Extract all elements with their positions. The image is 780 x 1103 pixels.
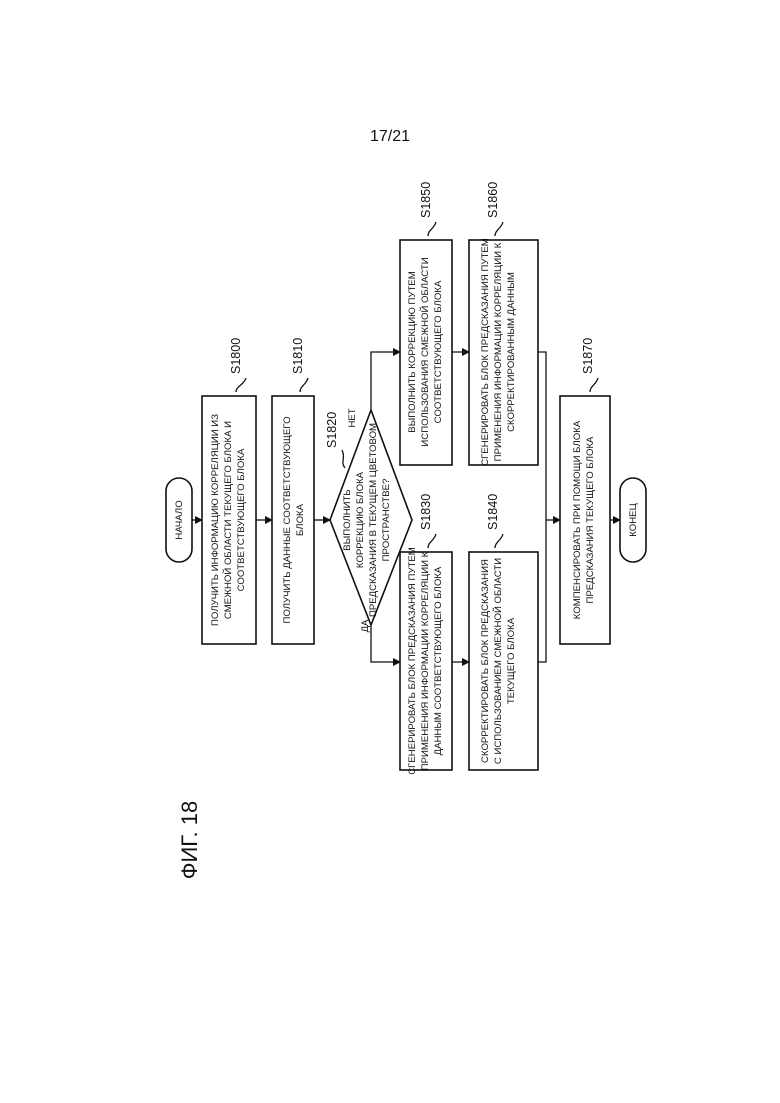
s1820-line-4: ПРОСТРАНСТВЕ? xyxy=(381,479,392,562)
s1860-line-1: СГЕНЕРИРОВАТЬ БЛОК ПРЕДСКАЗАНИЯ ПУТЕМ xyxy=(480,238,491,466)
yes-branch-line xyxy=(371,625,400,662)
s1810-id: S1810 xyxy=(291,338,305,374)
s1800-leader xyxy=(236,378,246,392)
end-label: КОНЕЦ xyxy=(628,503,639,536)
s1800-line-3: СООТВЕТСТВУЮЩЕГО БЛОКА xyxy=(236,448,247,591)
decision-s1820: ВЫПОЛНИТЬ КОРРЕКЦИЮ БЛОКА ПРЕДСКАЗАНИЯ В… xyxy=(325,408,412,632)
s1800-line-2: СМЕЖНОЙ ОБЛАСТИ ТЕКУЩЕГО БЛОКА И xyxy=(222,421,234,619)
s1840-line-3: ТЕКУЩЕГО БЛОКА xyxy=(506,617,517,704)
s1850-id: S1850 xyxy=(419,182,433,218)
step-s1870: КОМПЕНСИРОВАТЬ ПРИ ПОМОЩИ БЛОКА ПРЕДСКАЗ… xyxy=(560,338,610,644)
s1830-line-1: СГЕНЕРИРОВАТЬ БЛОК ПРЕДСКАЗАНИЯ ПУТЕМ xyxy=(407,547,418,775)
s1860-id: S1860 xyxy=(486,182,500,218)
step-s1840: СКОРРЕКТИРОВАТЬ БЛОК ПРЕДСКАЗАНИЯ С ИСПО… xyxy=(469,494,538,770)
s1850-leader xyxy=(428,222,436,236)
s1820-leader xyxy=(342,450,345,468)
s1830-line-2: ПРИМЕНЕНИЯ ИНФОРМАЦИИ КОРРЕЛЯЦИИ К xyxy=(420,551,431,770)
s1820-line-1: ВЫПОЛНИТЬ xyxy=(342,489,353,550)
end-node: КОНЕЦ xyxy=(620,478,646,562)
s1840-id: S1840 xyxy=(486,494,500,530)
s1830-line-3: ДАННЫМ СООТВЕТСТВУЮЩЕГО БЛОКА xyxy=(433,566,444,755)
s1840-leader xyxy=(495,534,503,548)
s1870-line-2: ПРЕДСКАЗАНИЯ ТЕКУЩЕГО БЛОКА xyxy=(585,436,596,603)
s1820-id: S1820 xyxy=(325,412,339,448)
s1840-line-2: С ИСПОЛЬЗОВАНИЕМ СМЕЖНОЙ ОБЛАСТИ xyxy=(492,558,504,764)
s1830-leader xyxy=(428,534,436,548)
s1810-line-1: ПОЛУЧИТЬ ДАННЫЕ СООТВЕТСТВУЮЩЕГО xyxy=(282,416,293,623)
s1800-line-1: ПОЛУЧИТЬ ИНФОРМАЦИЮ КОРРЕЛЯЦИИ ИЗ xyxy=(210,414,221,626)
no-label: НЕТ xyxy=(347,408,358,427)
s1870-leader xyxy=(590,378,598,392)
s1810-line-2: БЛОКА xyxy=(295,503,306,536)
no-branch-line xyxy=(371,352,400,410)
step-s1830: СГЕНЕРИРОВАТЬ БЛОК ПРЕДСКАЗАНИЯ ПУТЕМ ПР… xyxy=(400,494,452,775)
step-s1860: СГЕНЕРИРОВАТЬ БЛОК ПРЕДСКАЗАНИЯ ПУТЕМ ПР… xyxy=(469,182,538,466)
step-s1850: ВЫПОЛНИТЬ КОРРЕКЦИЮ ПУТЕМ ИСПОЛЬЗОВАНИЯ … xyxy=(400,182,452,465)
s1860-line-3: СКОРРЕКТИРОВАННЫМ ДАННЫМ xyxy=(506,272,517,432)
s1820-line-2: КОРРЕКЦИЮ БЛОКА xyxy=(355,471,366,568)
merge-line-s1840 xyxy=(538,520,546,662)
s1820-line-3: ПРЕДСКАЗАНИЯ В ТЕКУЩЕМ ЦВЕТОВОМ xyxy=(368,423,379,617)
step-s1810: ПОЛУЧИТЬ ДАННЫЕ СООТВЕТСТВУЮЩЕГО БЛОКА S… xyxy=(272,338,314,644)
s1850-line-2: ИСПОЛЬЗОВАНИЯ СМЕЖНОЙ ОБЛАСТИ xyxy=(419,257,431,446)
s1830-id: S1830 xyxy=(419,494,433,530)
step-s1800: ПОЛУЧИТЬ ИНФОРМАЦИЮ КОРРЕЛЯЦИИ ИЗ СМЕЖНО… xyxy=(202,338,256,644)
s1860-line-2: ПРИМЕНЕНИЯ ИНФОРМАЦИИ КОРРЕЛЯЦИИ К xyxy=(493,242,504,461)
s1810-leader xyxy=(300,378,308,392)
merge-line-s1860 xyxy=(538,352,546,520)
s1870-line-1: КОМПЕНСИРОВАТЬ ПРИ ПОМОЩИ БЛОКА xyxy=(572,420,583,619)
start-label: НАЧАЛО xyxy=(174,500,185,539)
s1860-leader xyxy=(495,222,503,236)
s1800-id: S1800 xyxy=(229,338,243,374)
s1850-line-3: СООТВЕТСТВУЮЩЕГО БЛОКА xyxy=(433,280,444,423)
start-node: НАЧАЛО xyxy=(166,478,192,562)
s1840-line-1: СКОРРЕКТИРОВАТЬ БЛОК ПРЕДСКАЗАНИЯ xyxy=(480,559,491,763)
s1850-line-1: ВЫПОЛНИТЬ КОРРЕКЦИЮ ПУТЕМ xyxy=(407,271,418,432)
yes-label: ДА xyxy=(360,619,371,632)
s1870-id: S1870 xyxy=(581,338,595,374)
